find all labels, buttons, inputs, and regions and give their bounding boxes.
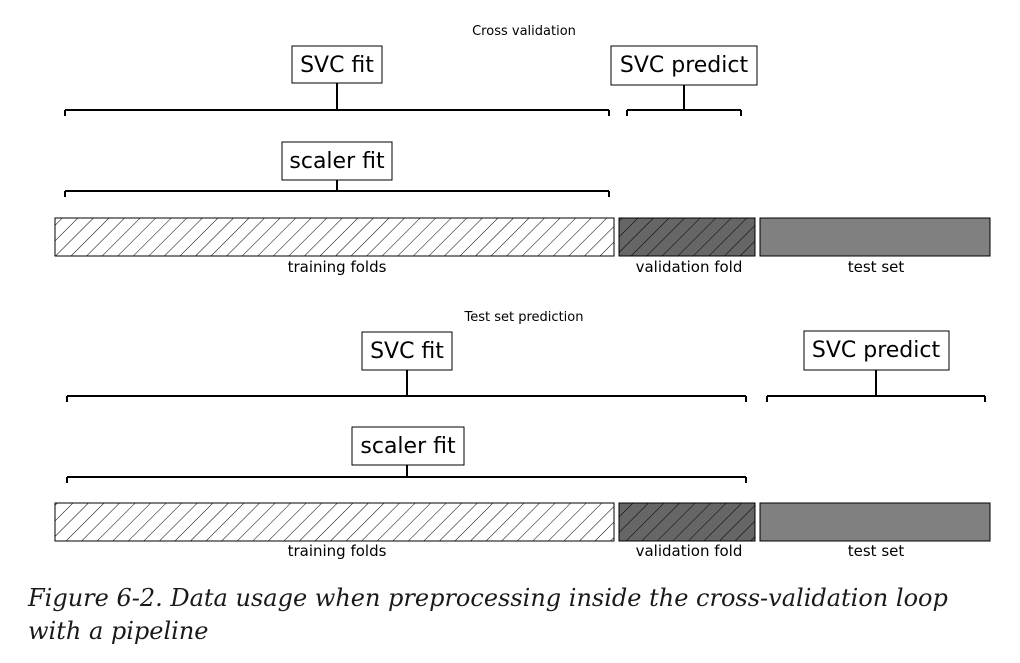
svc-fit-box <box>361 331 453 371</box>
training-folds-label: training folds <box>288 258 387 276</box>
test-set-segment <box>759 217 991 257</box>
scaler-fit-box <box>351 426 465 466</box>
scaler-fit-bracket <box>64 180 610 197</box>
svc-predict-bracket <box>626 85 742 116</box>
svc-fit-box <box>291 45 383 84</box>
svc-fit-bracket <box>66 370 747 402</box>
scaler-fit-box <box>281 141 393 181</box>
test-set-label: test set <box>848 258 905 276</box>
svc-predict-box <box>803 330 950 371</box>
svc-predict-label: SVC predict <box>620 53 749 78</box>
training-folds-segment <box>54 217 615 257</box>
validation-fold-segment <box>618 502 756 542</box>
panel-title: Cross validation <box>472 24 576 39</box>
scaler-fit-label: scaler fit <box>360 434 456 459</box>
svc-predict-box <box>610 45 758 86</box>
test-set-segment <box>759 502 991 542</box>
svc-predict-label: SVC predict <box>812 338 941 363</box>
svc-fit-bracket <box>64 83 610 116</box>
data-usage-diagram: Cross validation SVC fit SVC predict sca… <box>54 24 991 560</box>
validation-fold-label: validation fold <box>636 542 743 560</box>
scaler-fit-bracket <box>66 465 747 483</box>
panel-title: Test set prediction <box>464 310 584 325</box>
scaler-fit-label: scaler fit <box>289 149 385 174</box>
cross-validation-panel: Cross validation SVC fit SVC predict sca… <box>54 24 991 276</box>
svc-predict-bracket <box>766 370 986 402</box>
svc-fit-label: SVC fit <box>300 53 374 78</box>
figure-caption: Figure 6-2. Data usage when preprocessin… <box>28 584 948 645</box>
svc-fit-label: SVC fit <box>370 339 444 364</box>
training-folds-segment <box>54 502 615 542</box>
test-set-prediction-panel: Test set prediction SVC fit SVC predict … <box>54 310 991 560</box>
test-set-label: test set <box>848 542 905 560</box>
training-folds-label: training folds <box>288 542 387 560</box>
validation-fold-label: validation fold <box>636 258 743 276</box>
validation-fold-segment <box>618 217 756 257</box>
